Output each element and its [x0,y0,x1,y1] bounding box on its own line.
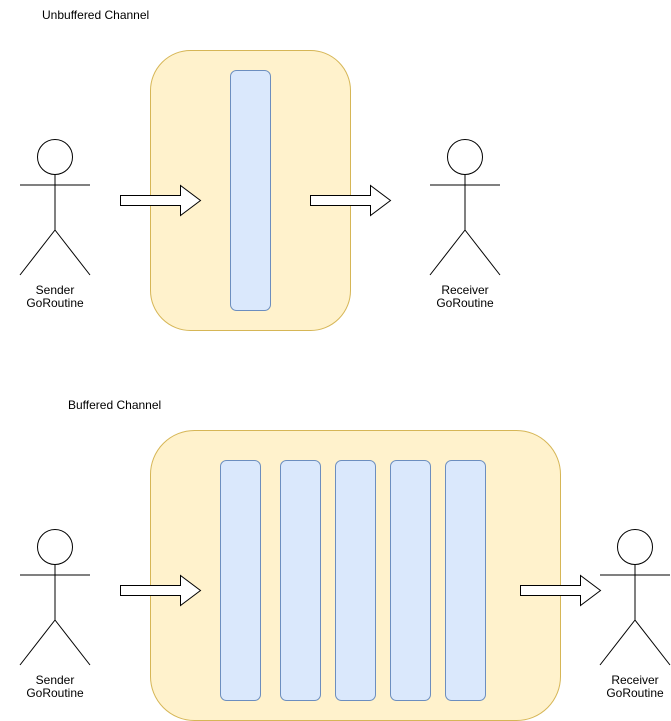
sender-left-leg [19,619,56,666]
unbuffered-section: Unbuffered Channel Sender GoRoutine Rece… [19,8,501,331]
buffered-slot-4 [390,460,431,701]
unbuffered-receive-arrow [310,184,392,217]
buffered-title: Buffered Channel [68,398,161,412]
buffered-receiver-label-line2: GoRoutine [606,686,664,700]
buffered-section: Buffered Channel Sender GoRoutine [19,398,671,721]
unbuffered-send-arrow [120,184,202,217]
buffered-receive-arrow [520,574,602,607]
receiver-right-leg [634,619,671,666]
buffered-sender-label-line1: Sender [36,673,75,687]
receiver-left-leg [599,619,636,666]
buffered-slot-1 [220,460,261,701]
unbuffered-sender-label-line1: Sender [36,283,75,297]
unbuffered-sender-label-line2: GoRoutine [26,296,84,310]
buffered-slot-5 [445,460,486,701]
receiver-head [617,529,653,565]
unbuffered-receiver-label-line1: Receiver [441,283,488,297]
unbuffered-sender-figure [19,139,91,276]
sender-right-leg [54,619,91,666]
buffered-receiver-figure [599,529,671,666]
receiver-head [447,139,483,175]
receiver-right-leg [464,229,501,276]
unbuffered-slot [230,70,271,311]
buffered-slot-3 [335,460,376,701]
buffered-slot-2 [280,460,321,701]
sender-left-leg [19,229,56,276]
buffered-sender-label-line2: GoRoutine [26,686,84,700]
sender-head [37,529,73,565]
buffered-receiver-label-line1: Receiver [611,673,658,687]
unbuffered-title: Unbuffered Channel [42,8,149,22]
unbuffered-receiver-label-line2: GoRoutine [436,296,494,310]
sender-head [37,139,73,175]
receiver-left-leg [429,229,466,276]
sender-right-leg [54,229,91,276]
buffered-send-arrow [120,574,202,607]
unbuffered-receiver-figure [429,139,501,276]
buffered-sender-figure [19,529,91,666]
